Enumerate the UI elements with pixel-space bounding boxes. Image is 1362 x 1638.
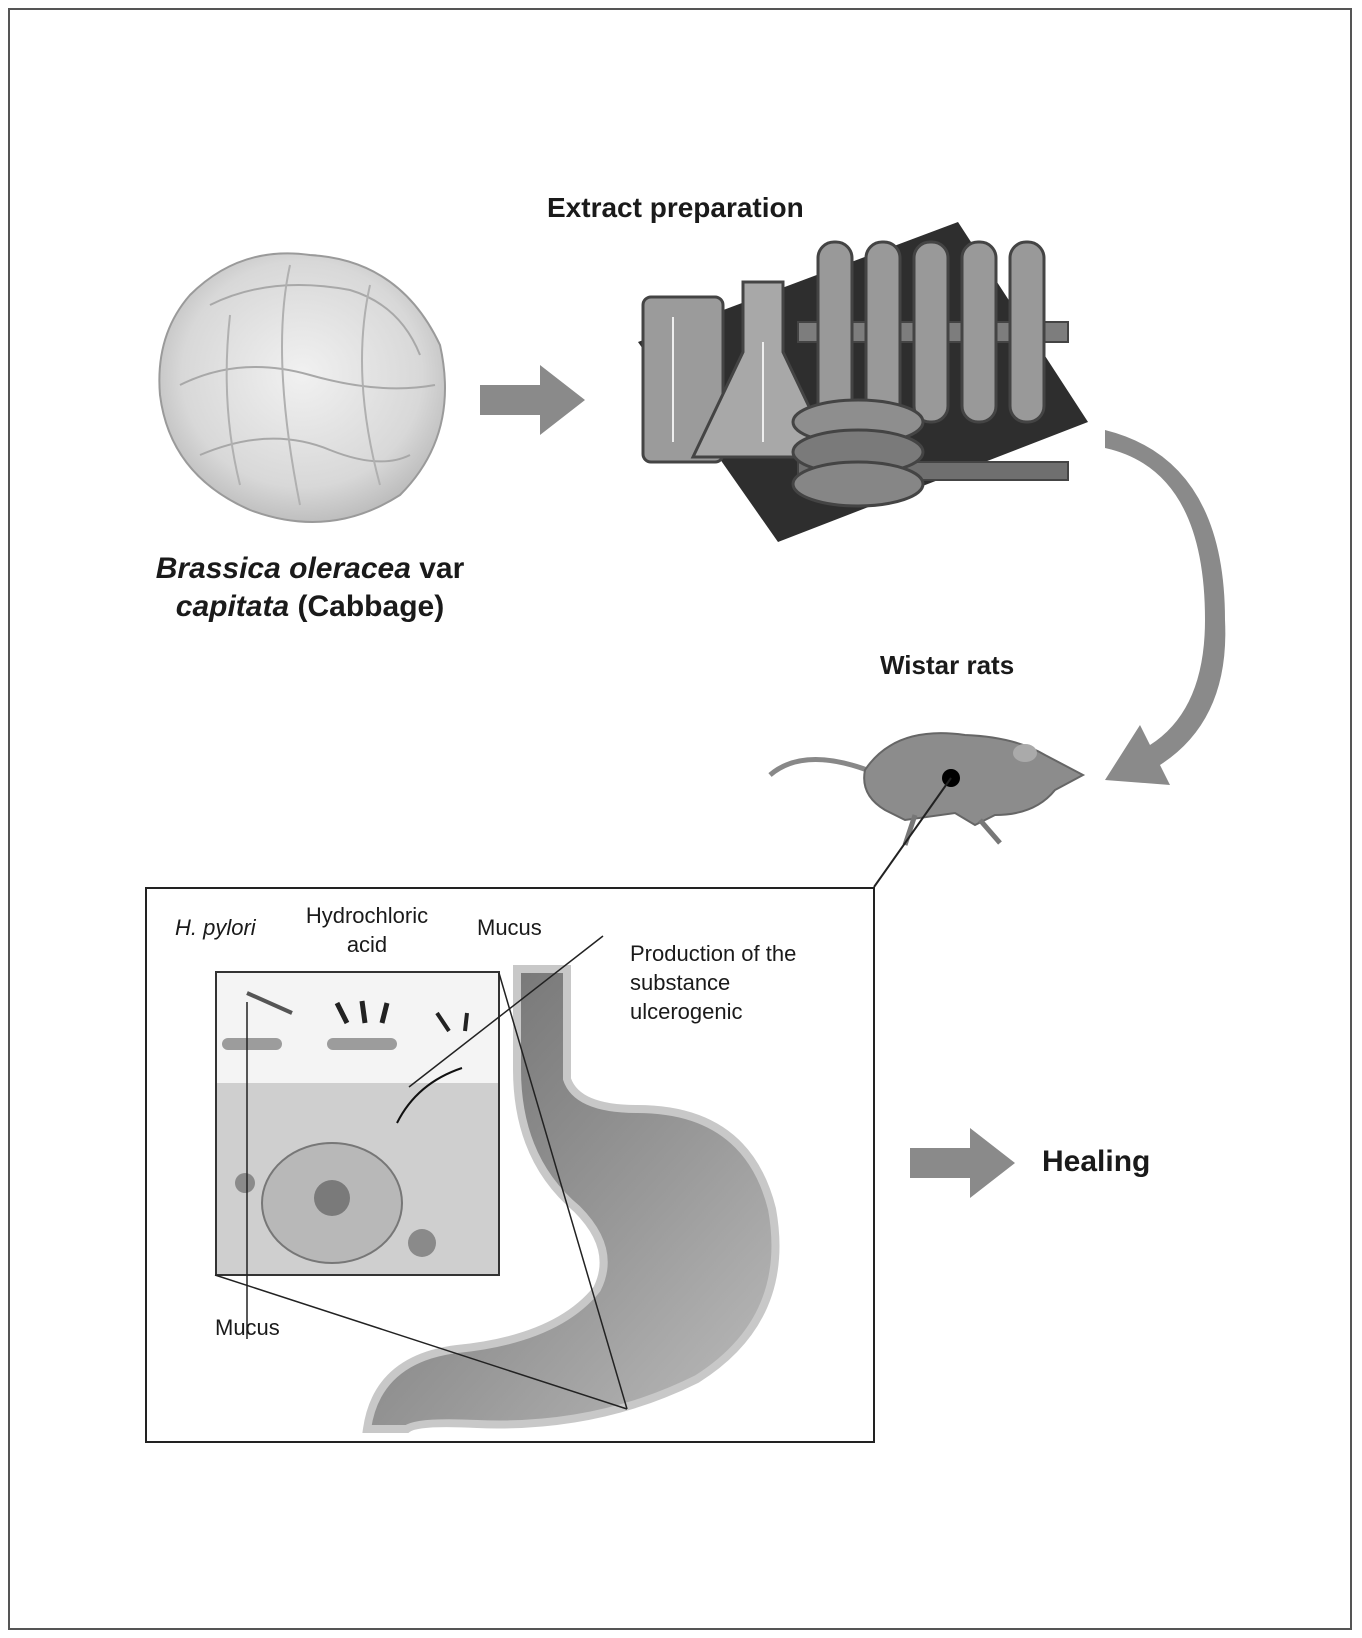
mucus-bottom-label: Mucus (215, 1313, 280, 1342)
right-arrow-icon-2 (910, 1128, 1015, 1198)
hcl-label: Hydrochloric acid (297, 901, 437, 959)
stomach-panel: H. pylori Hydrochloric acid Mucus Produc… (145, 887, 875, 1443)
production-line1: Production of the (630, 941, 796, 966)
production-label: Production of the substance ulcerogenic (630, 939, 796, 1026)
h-pylori-label: H. pylori (175, 913, 256, 942)
hcl-line1: Hydrochloric (306, 903, 428, 928)
production-line2: substance (630, 970, 730, 995)
production-line3: ulcerogenic (630, 999, 743, 1024)
mucus-top-label: Mucus (477, 913, 542, 942)
healing-label: Healing (1042, 1145, 1150, 1179)
hcl-line2: acid (347, 932, 387, 957)
